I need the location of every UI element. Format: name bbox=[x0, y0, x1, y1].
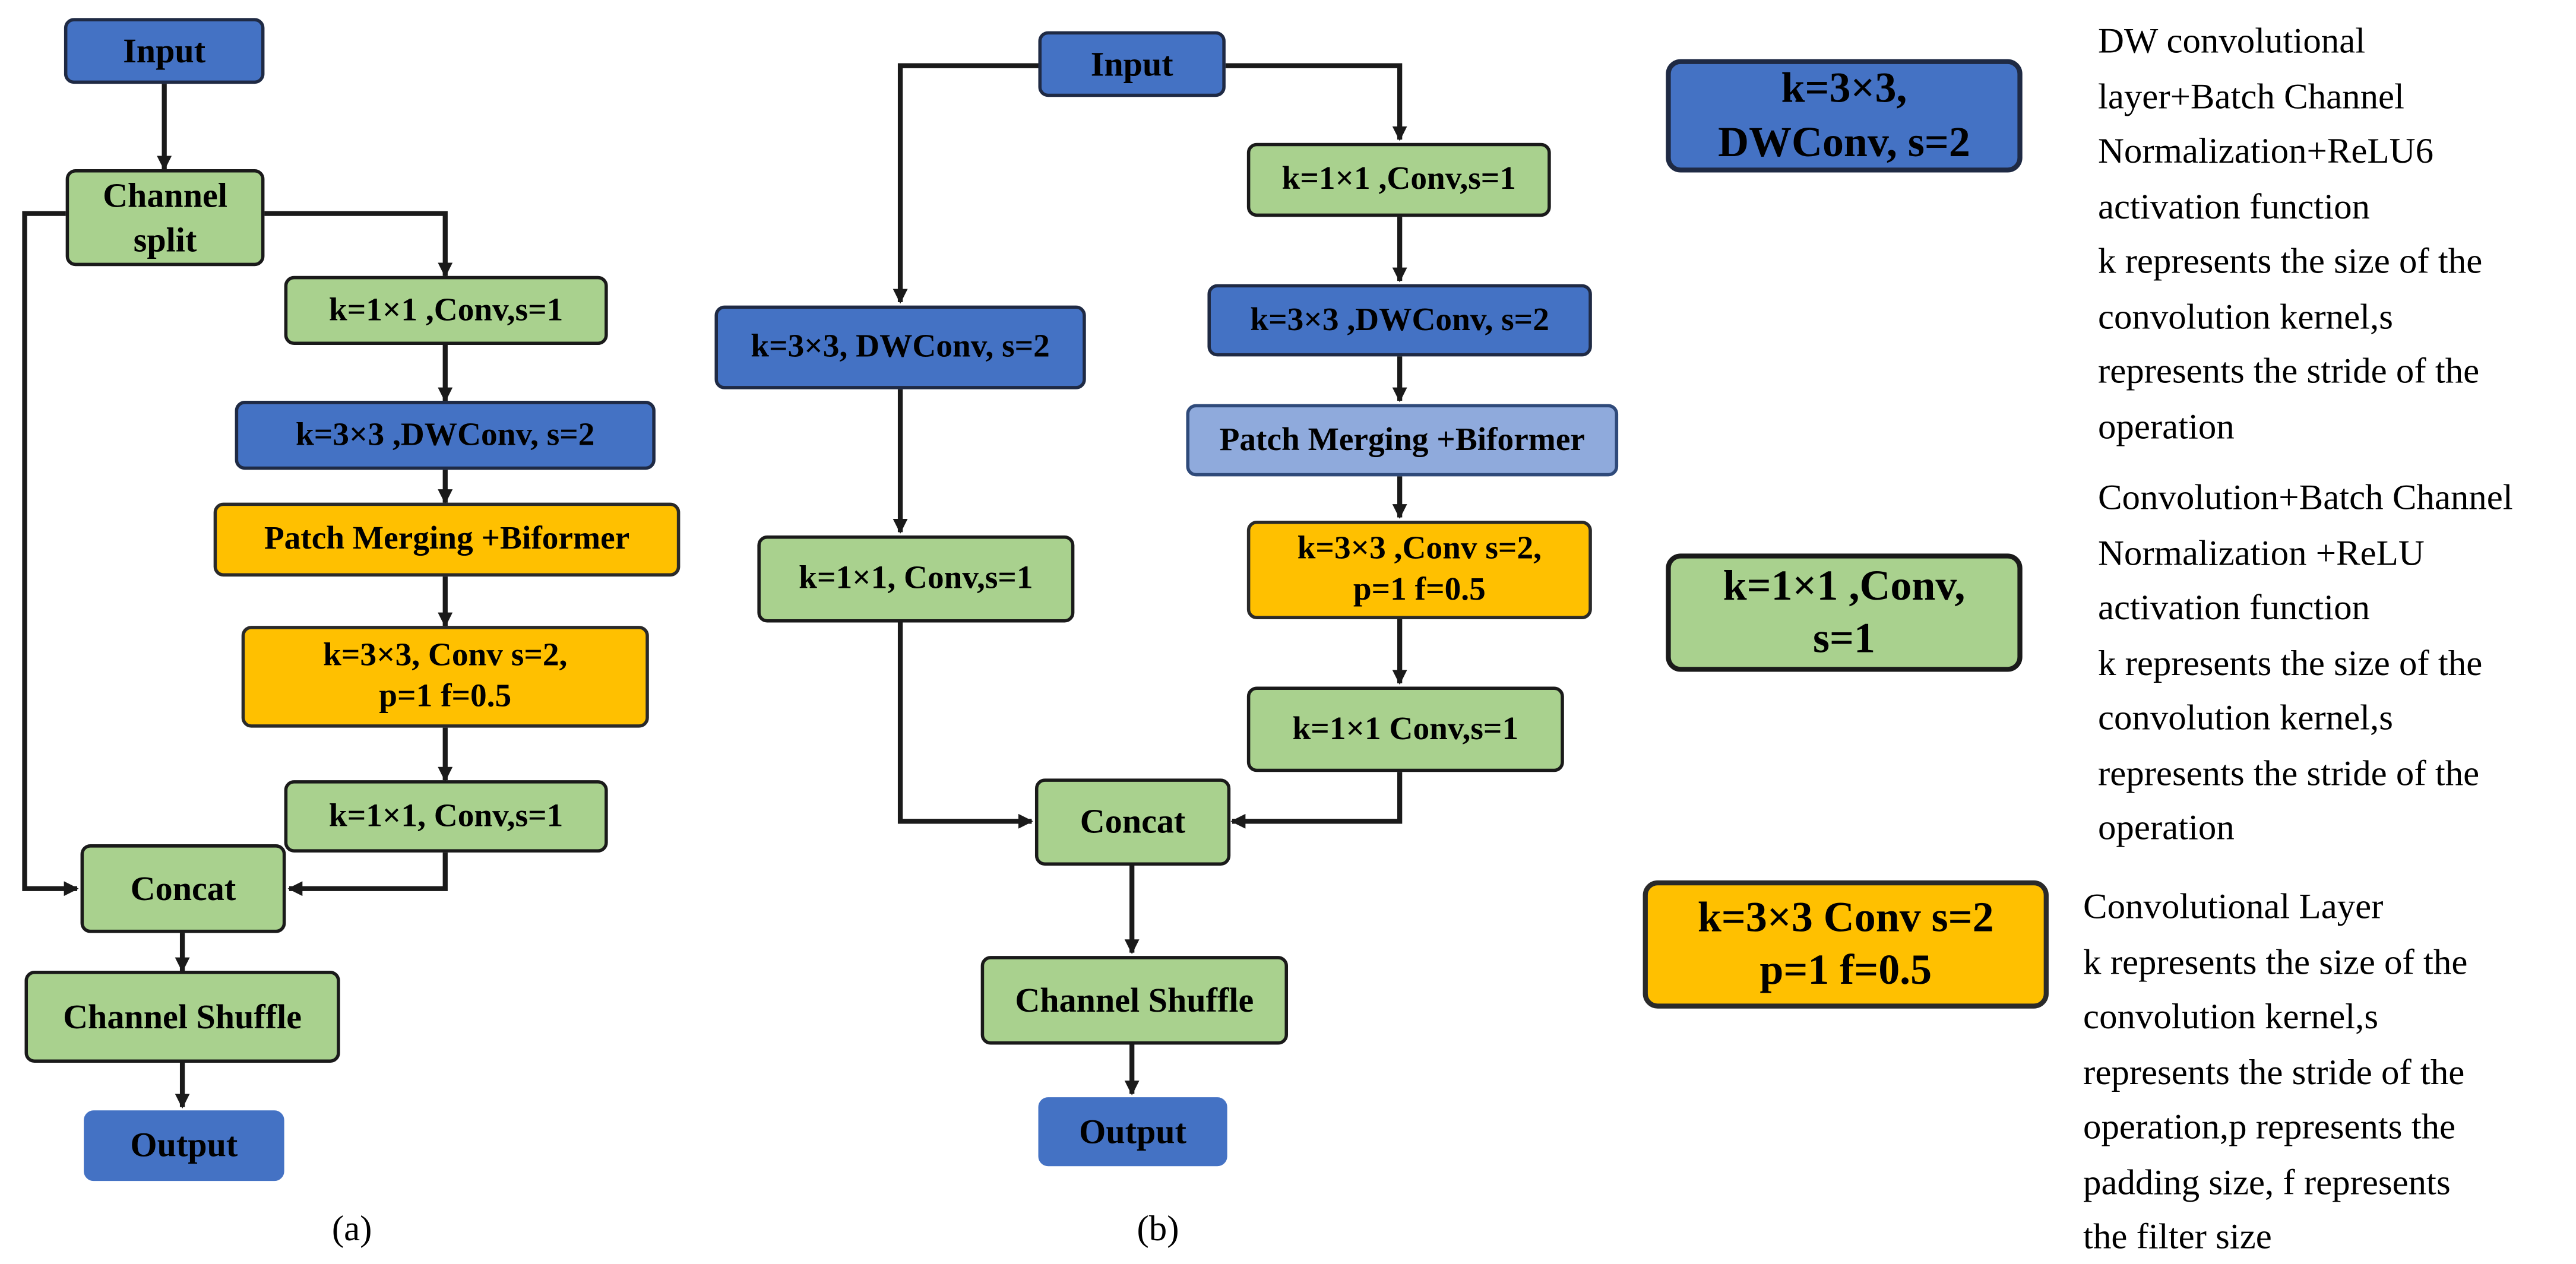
b-conv3-node: k=3×3 ,Conv s=2, p=1 f=0.5 bbox=[1246, 521, 1592, 620]
a-conv1-label: k=1×1 ,Conv,s=1 bbox=[328, 292, 564, 328]
b-left-conv1-node: k=1×1, Conv,s=1 bbox=[757, 535, 1075, 623]
b-left-dwconv-label: k=3×3, DWConv, s=2 bbox=[751, 328, 1050, 365]
a-patch-merging-node: Patch Merging +Biformer bbox=[213, 502, 681, 577]
a-conv3-node: k=3×3, Conv s=2, p=1 f=0.5 bbox=[241, 626, 649, 728]
legend-conv3-node: k=3×3 Conv s=2 p=1 f=0.5 bbox=[1643, 880, 2049, 1009]
a-conv1b-label: k=1×1, Conv,s=1 bbox=[328, 797, 564, 834]
caption-a: (a) bbox=[331, 1207, 372, 1249]
legend-conv-description: Convolution+Batch Channel Normalization … bbox=[2097, 476, 2513, 848]
a-concat-label: Concat bbox=[130, 869, 236, 908]
b-concat-node: Concat bbox=[1034, 778, 1231, 866]
a-conv3-label: k=3×3, Conv s=2, p=1 f=0.5 bbox=[323, 637, 568, 715]
a-channel-shuffle-node: Channel Shuffle bbox=[24, 971, 340, 1063]
edge-a-split-concat bbox=[22, 211, 79, 896]
edge-b-conv1b-concat bbox=[1230, 772, 1403, 829]
b-left-conv1-label: k=1×1, Conv,s=1 bbox=[799, 560, 1033, 597]
edge-a-split-conv1 bbox=[264, 211, 453, 278]
a-concat-node: Concat bbox=[80, 844, 286, 933]
b-conv3-label: k=3×3 ,Conv s=2, p=1 f=0.5 bbox=[1297, 530, 1542, 608]
b-conv1-node: k=1×1 ,Conv,s=1 bbox=[1246, 142, 1551, 217]
b-conv1b-label: k=1×1 Conv,s=1 bbox=[1292, 710, 1519, 747]
a-output-label: Output bbox=[130, 1126, 238, 1165]
caption-b: (b) bbox=[1137, 1207, 1179, 1249]
legend-dwconv-node: k=3×3, DWConv, s=2 bbox=[1666, 59, 2023, 173]
edge-b-input-left bbox=[893, 63, 1039, 304]
a-conv1b-node: k=1×1, Conv,s=1 bbox=[284, 780, 608, 853]
b-dwconv-node: k=3×3 ,DWConv, s=2 bbox=[1207, 284, 1592, 357]
b-input-label: Input bbox=[1090, 44, 1173, 84]
b-patch-merging-node: Patch Merging +Biformer bbox=[1186, 404, 1619, 477]
a-channel-split-label: Channel split bbox=[103, 176, 227, 259]
b-concat-label: Concat bbox=[1080, 802, 1186, 842]
b-channel-shuffle-label: Channel Shuffle bbox=[1015, 980, 1254, 1020]
b-output-label: Output bbox=[1079, 1111, 1186, 1152]
a-input-node: Input bbox=[64, 18, 265, 84]
a-channel-split-node: Channel split bbox=[65, 169, 265, 267]
edge-b-input-right bbox=[1225, 63, 1407, 141]
b-left-dwconv-node: k=3×3, DWConv, s=2 bbox=[714, 305, 1086, 389]
a-conv1-node: k=1×1 ,Conv,s=1 bbox=[284, 275, 608, 345]
edge-b-leftconv-concat bbox=[897, 622, 1033, 829]
b-output-node: Output bbox=[1038, 1097, 1227, 1167]
b-patch-merging-label: Patch Merging +Biformer bbox=[1219, 421, 1585, 458]
b-conv1-label: k=1×1 ,Conv,s=1 bbox=[1281, 161, 1516, 197]
a-dwconv-node: k=3×3 ,DWConv, s=2 bbox=[235, 401, 656, 470]
legend-dwconv-label: k=3×3, DWConv, s=2 bbox=[1718, 64, 1970, 166]
a-channel-shuffle-label: Channel Shuffle bbox=[63, 996, 302, 1037]
b-channel-shuffle-node: Channel Shuffle bbox=[980, 956, 1289, 1045]
legend-conv3-description: Convolutional Layer k represents the siz… bbox=[2083, 885, 2468, 1257]
legend-dwconv-description: DW convolutional layer+Batch Channel Nor… bbox=[2097, 20, 2483, 446]
legend-conv3-label: k=3×3 Conv s=2 p=1 f=0.5 bbox=[1697, 892, 1994, 994]
a-patch-merging-label: Patch Merging +Biformer bbox=[264, 521, 630, 557]
legend-conv-label: k=1×1 ,Conv, s=1 bbox=[1723, 560, 1966, 662]
a-output-node: Output bbox=[84, 1110, 284, 1181]
b-dwconv-label: k=3×3 ,DWConv, s=2 bbox=[1250, 301, 1549, 338]
b-input-node: Input bbox=[1038, 31, 1226, 97]
a-input-label: Input bbox=[123, 31, 206, 71]
edge-a-conv1b-concat bbox=[287, 852, 448, 896]
b-conv1b-node: k=1×1 Conv,s=1 bbox=[1246, 686, 1564, 772]
legend-conv-node: k=1×1 ,Conv, s=1 bbox=[1666, 553, 2023, 672]
a-dwconv-label: k=3×3 ,DWConv, s=2 bbox=[295, 416, 595, 453]
